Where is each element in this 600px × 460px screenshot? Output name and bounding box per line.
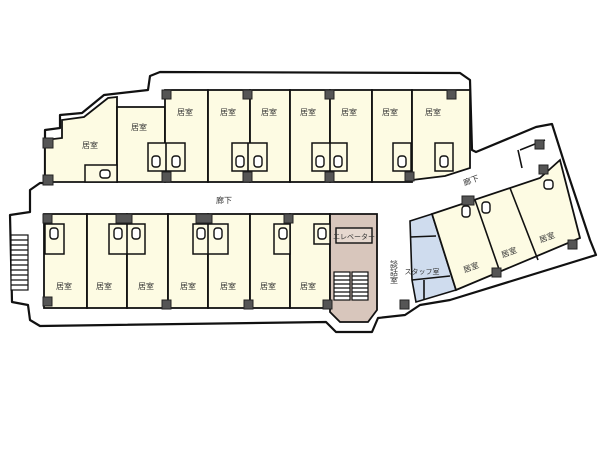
room-label: 居室 (138, 281, 154, 291)
room-label: 居室 (96, 281, 112, 291)
room-label: 居室 (341, 107, 357, 117)
elevator-label: エレベーター (333, 232, 375, 241)
corridor-label: 廊下 (216, 195, 232, 205)
room-label: 居室 (131, 122, 147, 132)
east-rooms (430, 158, 582, 292)
staff-room-label: スタッフ室 (405, 267, 440, 276)
elevator-box (335, 227, 373, 244)
room-label: 居室 (261, 107, 277, 117)
room-label: 居室 (82, 140, 98, 150)
room-label: 居室 (56, 281, 72, 291)
room-9 (411, 89, 471, 182)
room-label: 居室 (300, 107, 316, 117)
structural-pillars (42, 89, 578, 310)
toilets (44, 142, 554, 255)
room-label: 居室 (220, 281, 236, 291)
north-rooms (44, 89, 471, 183)
room-label: 居室 (260, 281, 276, 291)
west-stairs-icon (10, 234, 29, 291)
room-5 (249, 89, 291, 183)
stairs-icon (333, 271, 369, 301)
room-label: 居室 (382, 107, 398, 117)
elevator-core: エレベーター (329, 213, 378, 323)
lounge-label: 談話室 (390, 259, 399, 284)
room-label: 居室 (177, 107, 193, 117)
room-label: 居室 (425, 107, 441, 117)
room-label: 居室 (220, 107, 236, 117)
room-label: 居室 (300, 281, 316, 291)
room-label: 居室 (180, 281, 196, 291)
